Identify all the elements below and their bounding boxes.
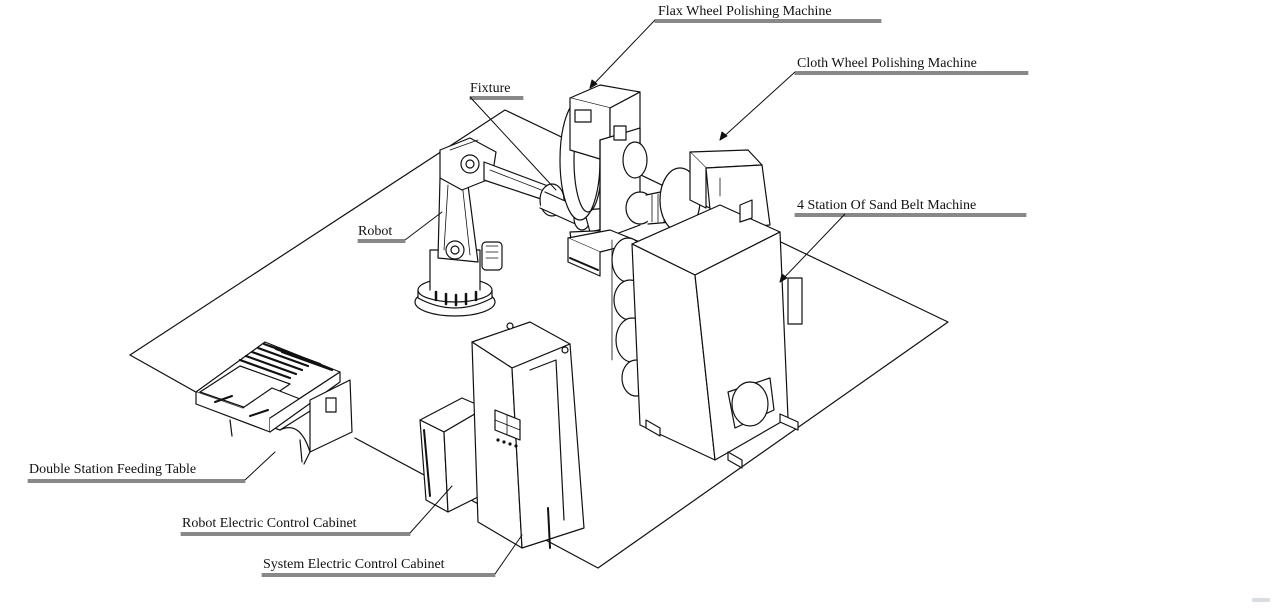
label-system-cabinet: System Electric Control Cabinet <box>263 557 445 572</box>
label-fixture: Fixture <box>470 81 511 96</box>
label-robot-cabinet: Robot Electric Control Cabinet <box>182 516 357 531</box>
leader-lines <box>27 19 1029 575</box>
sand-belt-machine <box>611 199 803 469</box>
cloth-wheel-machine <box>659 149 771 233</box>
scroll-indicator <box>1252 598 1270 602</box>
feeding-table <box>195 341 353 465</box>
label-sand-belt: 4 Station Of Sand Belt Machine <box>797 198 977 213</box>
system-electric-cabinet <box>471 321 585 549</box>
label-underlines <box>27 21 1029 577</box>
label-robot: Robot <box>358 224 393 239</box>
label-feeding-table: Double Station Feeding Table <box>29 462 197 477</box>
label-cloth-wheel: Cloth Wheel Polishing Machine <box>797 56 977 71</box>
label-flax-wheel: Flax Wheel Polishing Machine <box>658 4 832 19</box>
